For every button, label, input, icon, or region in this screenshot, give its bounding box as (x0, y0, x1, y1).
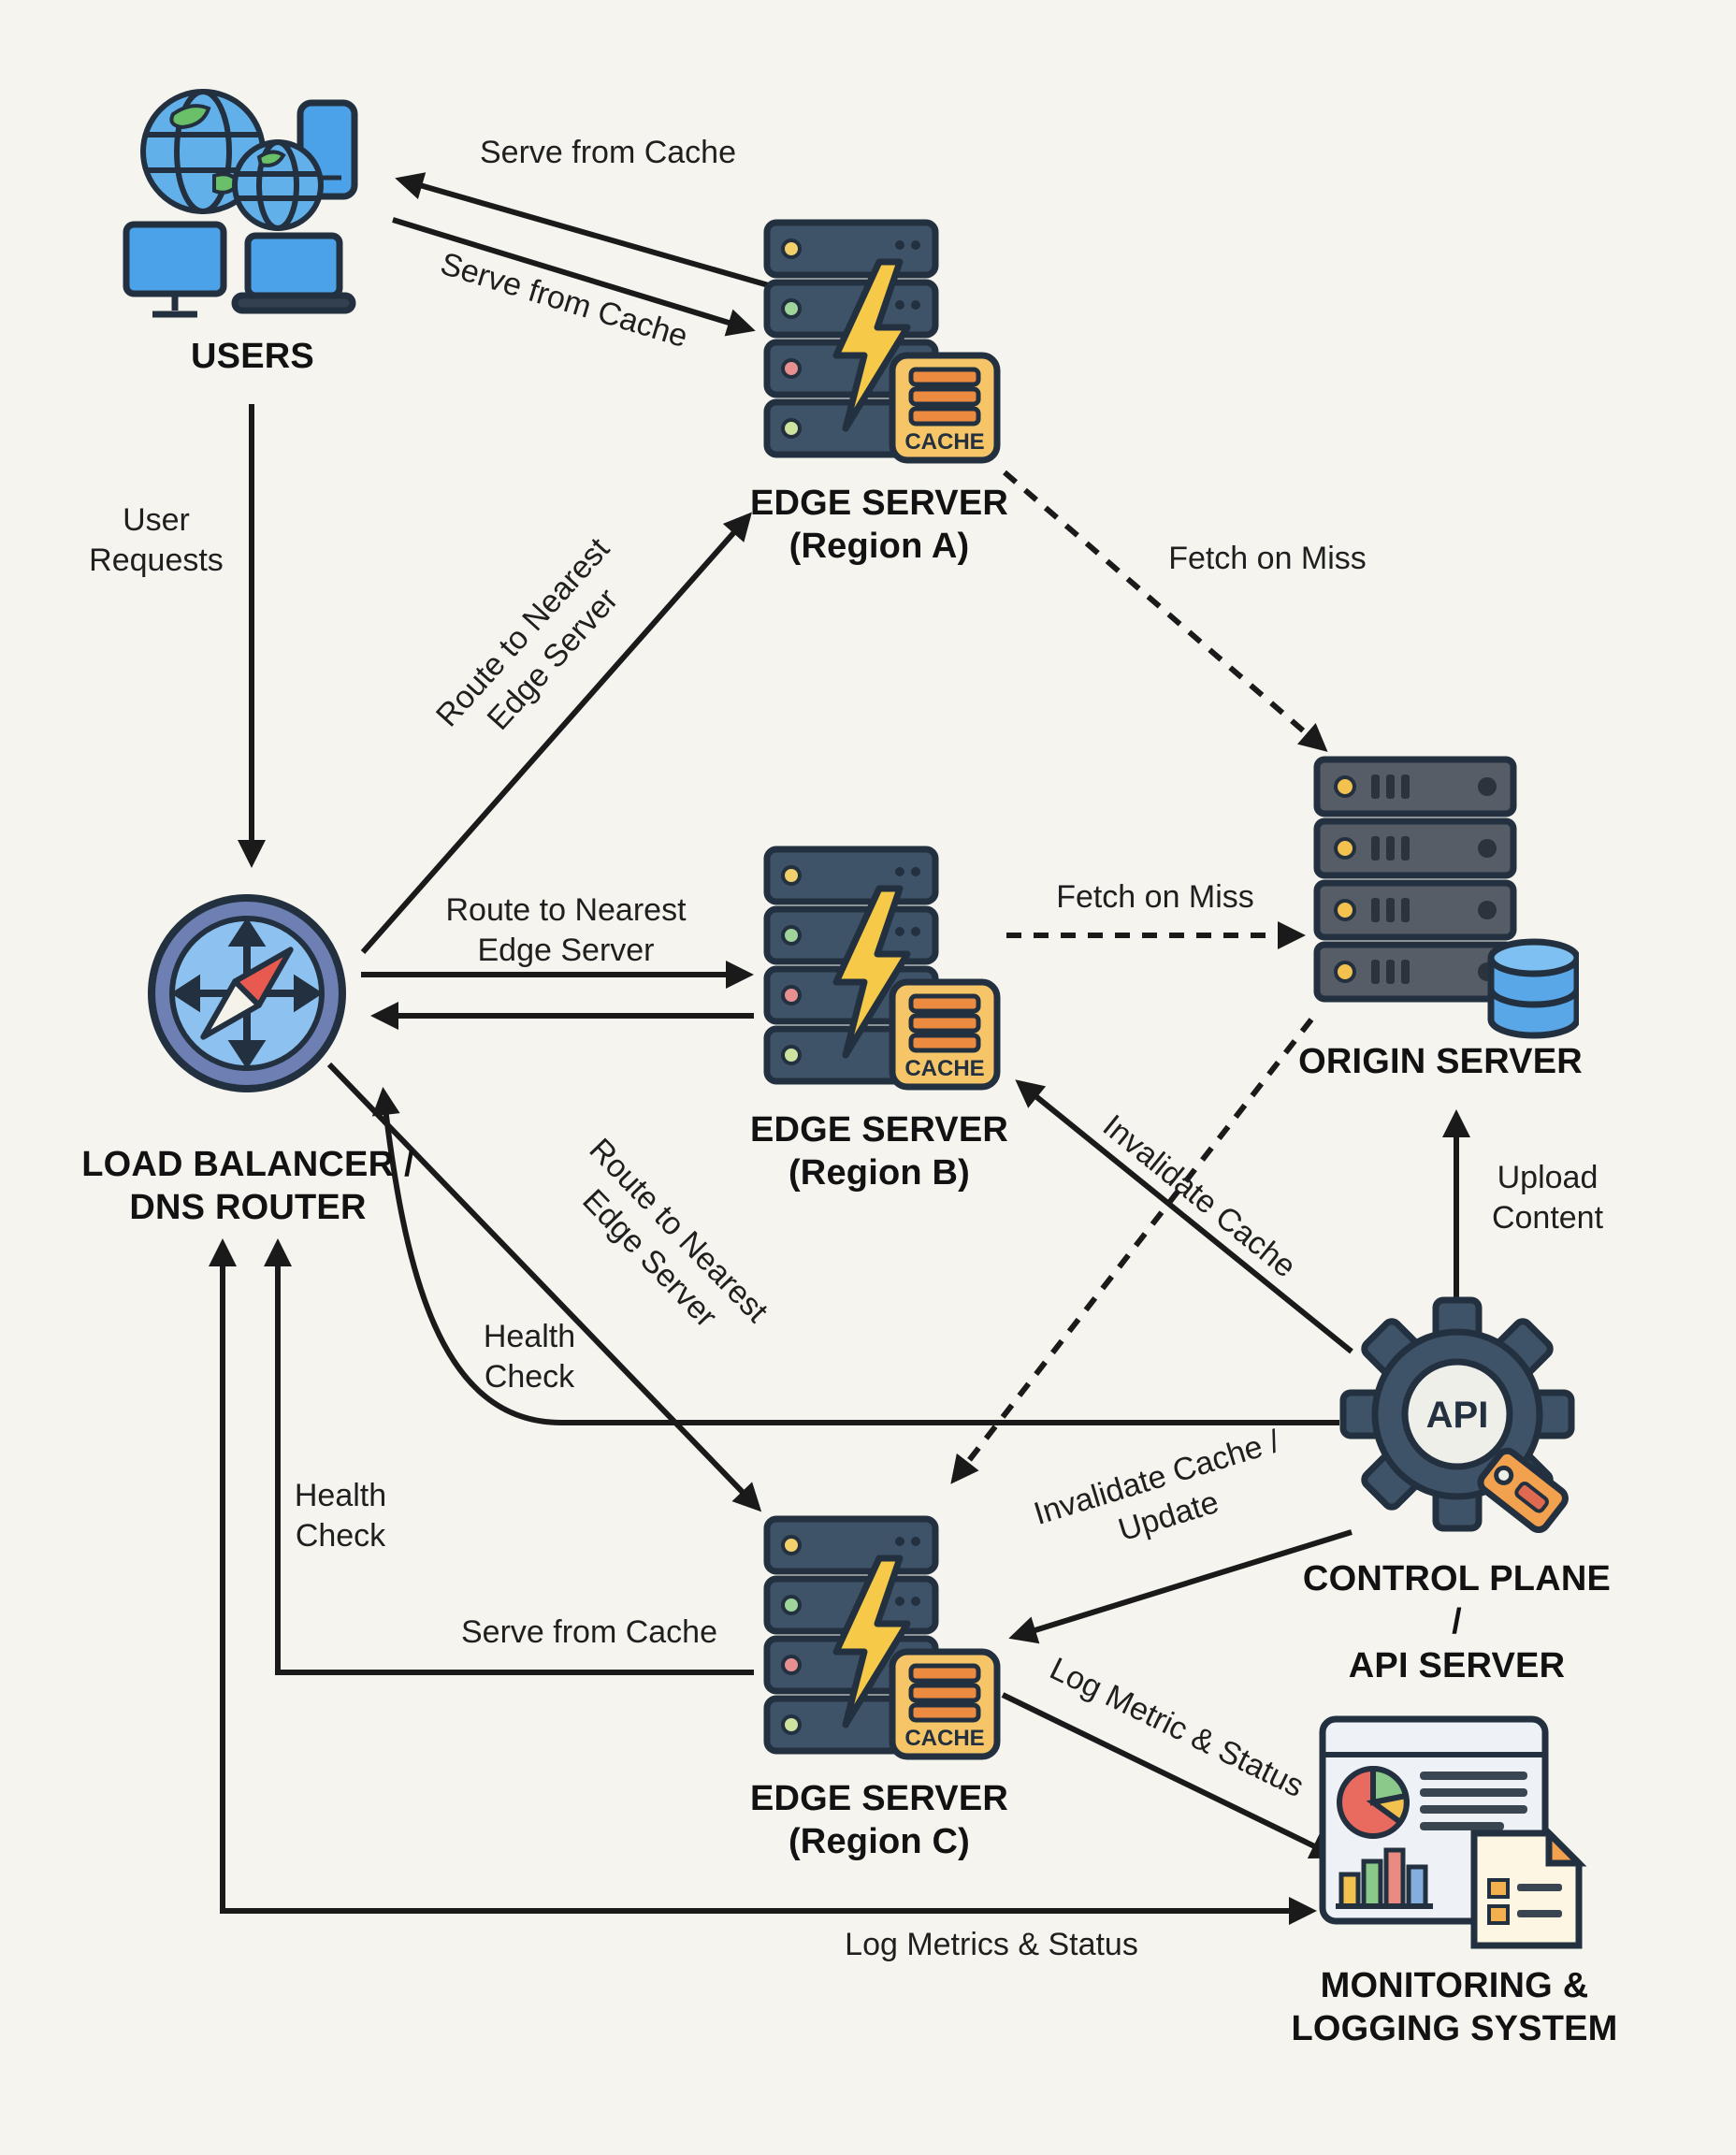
arrow-serve-cache-to-users (395, 172, 779, 291)
monitoring-label-line1: MONITORING & (1320, 1966, 1589, 2005)
control-plane-label-line1: CONTROL PLANE / (1302, 1559, 1612, 1642)
control-plane-icon (1326, 1293, 1588, 1555)
edge-server-a-label: EDGE SERVER (Region A) (720, 482, 1038, 569)
control-plane-label: CONTROL PLANE / API SERVER (1295, 1557, 1618, 1687)
label-user-requests: User Requests (89, 502, 224, 578)
arrow-invalidate-cache-b (1015, 1079, 1353, 1354)
label-upload-content: Upload Content (1491, 1160, 1604, 1236)
edge-server-c-label-line2: (Region C) (788, 1822, 971, 1862)
arrow-lb-monitoring-health (209, 1238, 1317, 1925)
label-health-check-cp: Health Check (483, 1319, 576, 1395)
monitoring-label: MONITORING & LOGGING SYSTEM (1286, 1964, 1623, 2051)
load-balancer-label-line2: DNS ROUTER (129, 1188, 367, 1228)
control-plane-label-line2: API SERVER (1348, 1645, 1566, 1685)
load-balancer-label: LOAD BALANCER / DNS ROUTER (70, 1143, 426, 1230)
label-fetch-on-miss-b: Fetch on Miss (1056, 879, 1254, 915)
label-route-to-edge-b: Route to Nearest Edge Server (445, 892, 687, 968)
label-fetch-on-miss-a: Fetch on Miss (1168, 541, 1367, 576)
origin-server-icon (1308, 754, 1579, 1044)
load-balancer-icon (144, 890, 350, 1096)
arrow-log-metric-status (1001, 1692, 1339, 1859)
edge-server-b-label: EDGE SERVER (Region B) (720, 1108, 1038, 1195)
edge-server-b-icon (760, 844, 1003, 1096)
origin-server-label: ORIGIN SERVER (1298, 1042, 1583, 1081)
arrow-fetch-on-miss-a (1003, 470, 1328, 752)
edge-server-c-label-line1: EDGE SERVER (749, 1779, 1009, 1818)
label-health-check-lb: Health Check (294, 1478, 387, 1554)
edge-server-a-icon (760, 217, 1003, 470)
monitoring-icon (1317, 1714, 1588, 1957)
edge-server-a-label-line1: EDGE SERVER (749, 484, 1009, 523)
label-serve-cache-users: Serve from Cache (480, 135, 736, 170)
label-serve-cache-c: Serve from Cache (461, 1614, 717, 1650)
edge-server-c-label: EDGE SERVER (Region C) (720, 1777, 1038, 1864)
edge-server-a-label-line2: (Region A) (788, 527, 970, 567)
arrow-serve-cache-to-edge-a (392, 217, 756, 337)
users-label: USERS (191, 337, 314, 376)
users-icon (117, 65, 369, 346)
monitoring-label-line2: LOGGING SYSTEM (1291, 2009, 1618, 2049)
arrow-route-to-edge-a (360, 512, 752, 954)
arrow-invalidate-update-c (1008, 1529, 1353, 1644)
edge-server-c-icon (760, 1513, 1003, 1766)
load-balancer-label-line1: LOAD BALANCER / (81, 1145, 414, 1184)
edge-server-b-label-line2: (Region B) (788, 1153, 971, 1193)
edge-server-b-label-line1: EDGE SERVER (749, 1110, 1009, 1150)
label-log-metrics-status: Log Metrics & Status (845, 1927, 1138, 1962)
